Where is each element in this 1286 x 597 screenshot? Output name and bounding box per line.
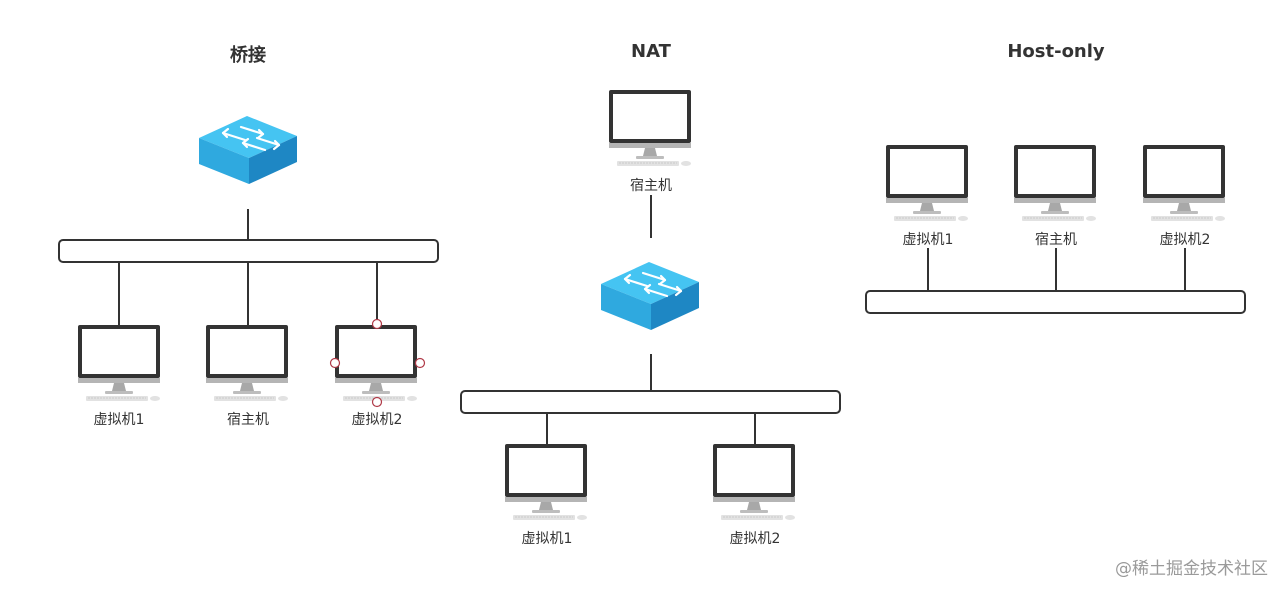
selection-handle-right[interactable] bbox=[414, 357, 426, 369]
hostonly-host-label: 宿主机 bbox=[1035, 232, 1077, 248]
bridge-vm1-label: 虚拟机1 bbox=[93, 412, 145, 428]
nat-vm2-computer-icon[interactable] bbox=[712, 443, 796, 521]
selection-handles[interactable] bbox=[329, 318, 426, 408]
bridge-host-computer-icon[interactable] bbox=[205, 324, 289, 402]
bridge-vm2-label: 虚拟机2 bbox=[351, 412, 403, 428]
hostonly-bus-bar bbox=[865, 290, 1246, 314]
hostonly-section bbox=[865, 144, 1246, 314]
nat-section bbox=[460, 89, 841, 521]
nat-bus-bar bbox=[460, 390, 841, 414]
selection-handle-left[interactable] bbox=[329, 357, 341, 369]
selection-handle-bottom[interactable] bbox=[371, 396, 383, 408]
hostonly-vm2-computer-icon[interactable] bbox=[1142, 144, 1226, 222]
hostonly-host-computer-icon[interactable] bbox=[1013, 144, 1097, 222]
bridge-vm1-computer-icon[interactable] bbox=[77, 324, 161, 402]
selection-handle-top[interactable] bbox=[371, 318, 383, 330]
bridge-section bbox=[58, 114, 439, 408]
nat-vm1-label: 虚拟机1 bbox=[521, 531, 573, 547]
bridge-title: 桥接 bbox=[230, 45, 266, 66]
nat-switch-icon bbox=[599, 260, 701, 332]
bridge-bus-bar bbox=[58, 239, 439, 263]
nat-title: NAT bbox=[631, 41, 671, 62]
hostonly-title: Host-only bbox=[1007, 41, 1105, 62]
hostonly-vm2-label: 虚拟机2 bbox=[1159, 232, 1211, 248]
watermark: @稀土掘金技术社区 bbox=[1115, 559, 1268, 579]
nat-host-computer-icon[interactable] bbox=[608, 89, 692, 167]
nat-vm1-computer-icon[interactable] bbox=[504, 443, 588, 521]
bridge-vm2-computer-icon[interactable] bbox=[334, 324, 418, 402]
nat-host-label: 宿主机 bbox=[630, 178, 672, 194]
nat-vm2-label: 虚拟机2 bbox=[729, 531, 781, 547]
hostonly-vm1-label: 虚拟机1 bbox=[902, 232, 954, 248]
bridge-host-label: 宿主机 bbox=[227, 412, 269, 428]
bridge-switch-icon bbox=[197, 114, 299, 186]
hostonly-vm1-computer-icon[interactable] bbox=[885, 144, 969, 222]
